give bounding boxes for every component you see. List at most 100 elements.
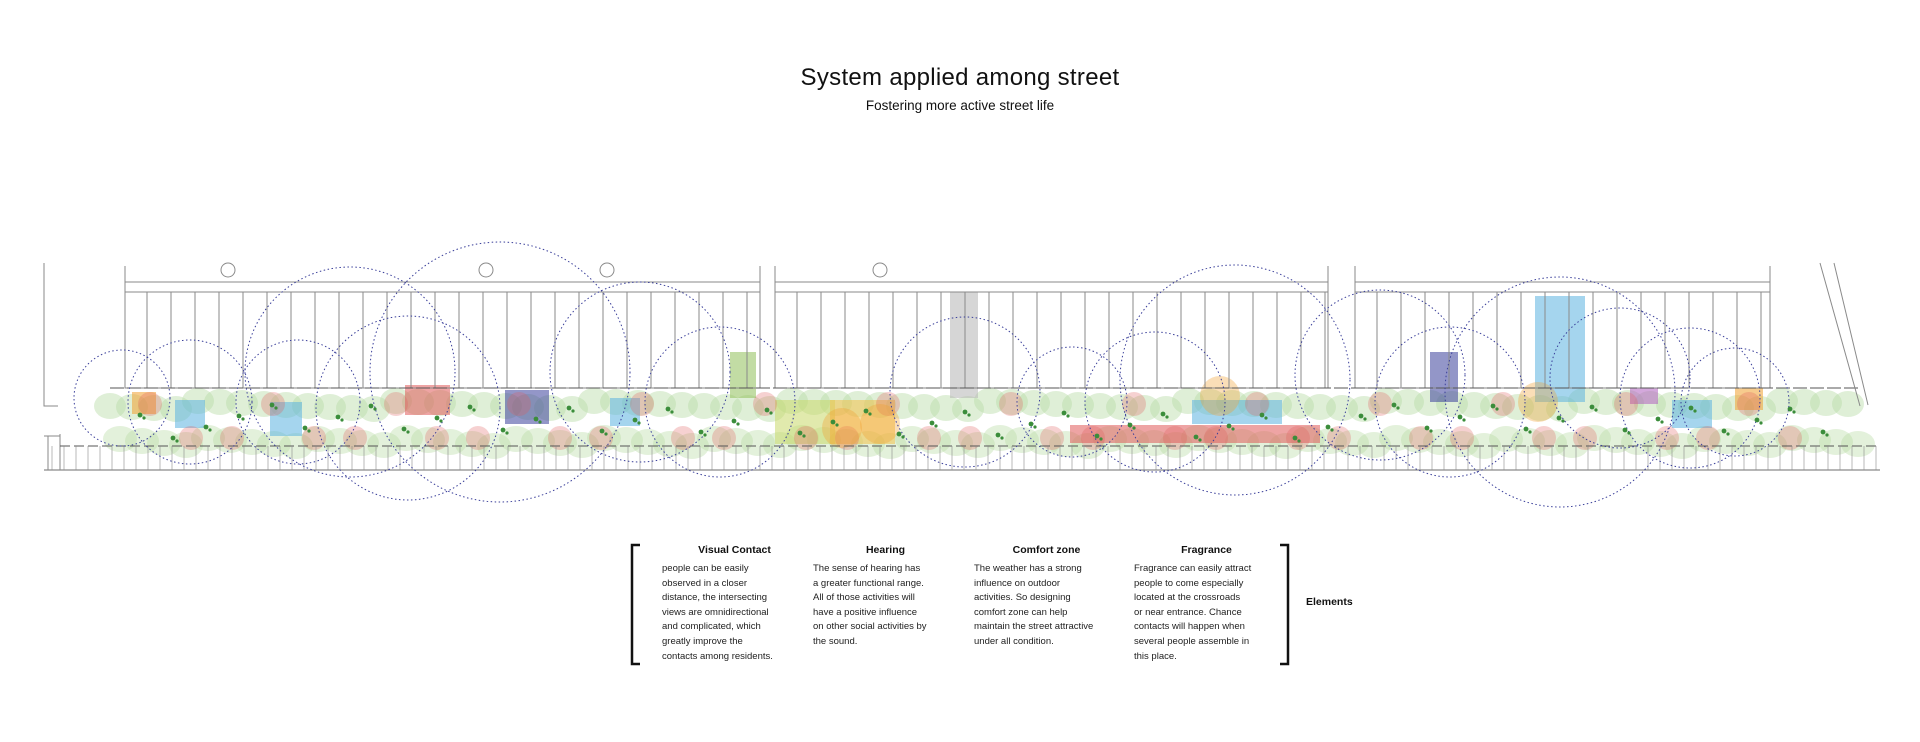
tree-marker — [373, 407, 377, 411]
visual-contact-circle — [1619, 327, 1761, 469]
tree-marker — [274, 406, 278, 410]
hearing-spot — [384, 392, 408, 416]
building-frontage — [1354, 266, 1771, 292]
hearing-spot — [1204, 426, 1228, 450]
greenery-blob — [1040, 391, 1072, 417]
legend-text-line: or near entrance. Chance — [1134, 606, 1242, 618]
activity-zone — [830, 400, 895, 444]
hearing-spot — [1163, 426, 1187, 450]
greenery-blob — [1458, 392, 1490, 418]
greenery-blob — [556, 396, 588, 422]
tree-marker — [1099, 437, 1103, 441]
tree-marker — [1061, 410, 1067, 416]
greenery-blob — [939, 430, 973, 456]
activity-zone — [1192, 400, 1282, 424]
tree-marker — [500, 427, 506, 433]
hearing-spot — [1696, 426, 1720, 450]
tree-marker — [1226, 423, 1232, 429]
legend-text-line: Fragrance can easily attract — [1134, 563, 1252, 574]
tree-marker — [863, 408, 869, 414]
tree-marker — [797, 430, 803, 436]
visual-contact-circle — [549, 281, 731, 463]
tree-marker — [1495, 407, 1499, 411]
greenery-blob — [1379, 425, 1413, 451]
activity-zone — [730, 352, 756, 398]
activity-zone — [132, 392, 156, 414]
hearing-spot — [999, 392, 1023, 416]
greenery-blob — [367, 432, 401, 458]
hearing-spot — [1040, 426, 1064, 450]
greenery-blob — [1546, 396, 1578, 422]
street-edge-left — [43, 263, 61, 470]
tree-marker — [1160, 411, 1166, 417]
entrance-circle — [599, 262, 615, 278]
greenery-blob — [917, 428, 951, 454]
tree-marker — [868, 412, 872, 416]
greenery-blob — [688, 393, 720, 419]
visual-contact-circle — [644, 326, 796, 478]
greenery-blob — [235, 429, 269, 455]
hearing-spot — [1778, 426, 1802, 450]
tree-marker — [472, 408, 476, 412]
tree-marker — [1198, 438, 1202, 442]
tree-marker — [1066, 414, 1070, 418]
greenery-blob — [1502, 394, 1534, 420]
greenery-blob — [1511, 428, 1545, 454]
activity-zone — [1430, 352, 1458, 402]
greenery-blob — [732, 395, 764, 421]
activity-zone — [1630, 388, 1658, 404]
tree-marker — [1721, 428, 1727, 434]
tree-marker — [307, 429, 311, 433]
tree-marker — [175, 439, 179, 443]
hearing-spot — [917, 426, 941, 450]
legend-text-line: several people assemble in — [1134, 635, 1250, 647]
tree-marker — [1655, 416, 1661, 422]
greenery-blob — [578, 388, 610, 414]
greenery-blob — [1348, 396, 1380, 422]
greenery-blob — [455, 431, 489, 457]
tree-marker — [505, 431, 509, 435]
tree-marker — [137, 412, 143, 418]
legend-text-line: The sense of hearing has — [813, 563, 921, 574]
tree-marker — [1787, 406, 1793, 412]
hearing-spot — [958, 426, 982, 450]
tree-marker — [1589, 404, 1595, 410]
tree-marker — [1693, 409, 1697, 413]
tree-marker — [1820, 429, 1826, 435]
greenery-blob — [1150, 396, 1182, 422]
legend-text-line: and complicated, which — [662, 621, 761, 633]
tree-marker — [764, 407, 770, 413]
tree-marker — [731, 418, 737, 424]
hearing-spot — [425, 426, 449, 450]
visual-contact-circle — [73, 349, 171, 447]
tree-marker — [736, 422, 740, 426]
tree-marker — [170, 435, 176, 441]
tree-marker — [571, 409, 575, 413]
hearing-spot — [179, 426, 203, 450]
activity-zone — [950, 292, 978, 398]
hearing-spot — [1450, 426, 1474, 450]
visual-contact-circle — [1680, 347, 1790, 457]
legend-comfort-zone-heading: Comfort zone — [1012, 544, 1081, 556]
greenery-blob — [1304, 394, 1336, 420]
tree-marker — [703, 433, 707, 437]
greenery-blob — [1106, 394, 1138, 420]
building-frontage — [774, 266, 1329, 292]
greenery-blob — [1810, 390, 1842, 416]
hearing-spot — [1573, 426, 1597, 450]
greenery-blob — [191, 425, 225, 451]
legend-elements-label: Elements — [1306, 596, 1353, 608]
tree-marker — [632, 417, 638, 423]
legend-text-line: observed in a closer — [662, 577, 748, 589]
greenery-blob — [710, 394, 742, 420]
greenery-blob — [1128, 395, 1160, 421]
greenery-blob — [1577, 425, 1611, 451]
legend-fragrance-heading: Fragrance — [1181, 544, 1232, 556]
greenery-blob — [1423, 429, 1457, 455]
hearing-spot — [1327, 426, 1351, 450]
tree-marker — [1264, 416, 1268, 420]
